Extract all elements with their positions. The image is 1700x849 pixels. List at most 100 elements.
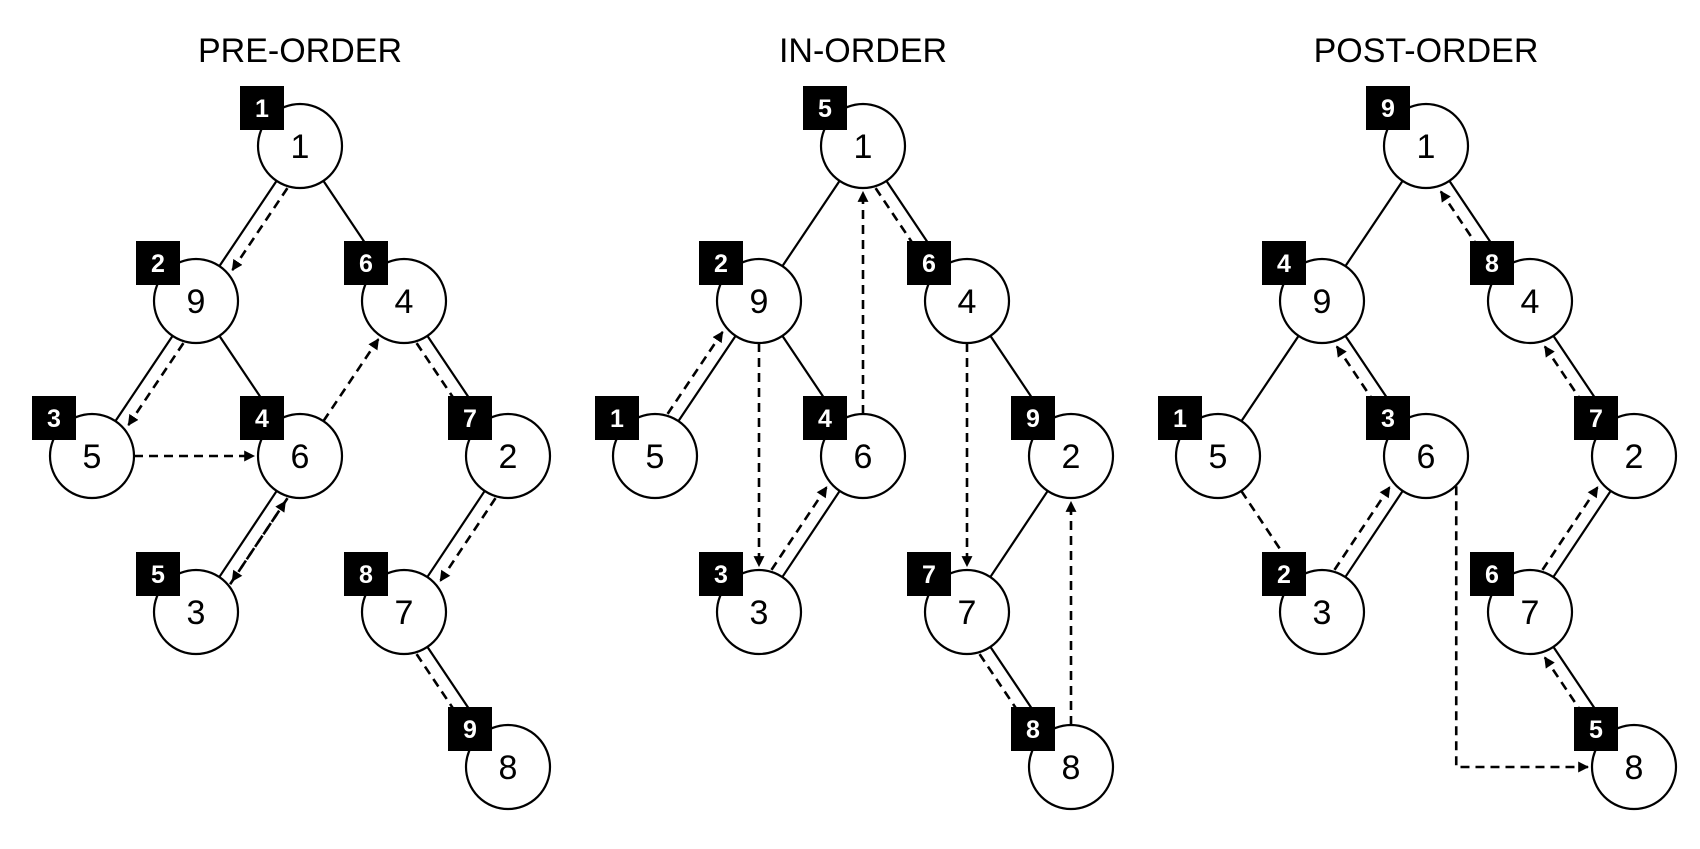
visit-order-number: 4 (255, 405, 269, 433)
visit-order-badge: 8 (1470, 241, 1514, 285)
tree-edge-1-9 (781, 180, 841, 267)
visit-order-badge: 6 (1470, 552, 1514, 596)
node-value: 7 (1521, 594, 1540, 632)
node-value: 2 (1625, 438, 1644, 476)
visit-order-badge: 1 (1158, 396, 1202, 440)
node-value: 8 (1062, 749, 1081, 787)
visit-order-number: 1 (255, 95, 269, 123)
traversal-arrow-9-5 (127, 342, 185, 426)
node-value: 1 (1417, 128, 1436, 166)
node-value: 4 (1521, 283, 1540, 321)
visit-order-number: 7 (1589, 405, 1603, 433)
node-value: 9 (750, 283, 769, 321)
badge-box (699, 552, 743, 596)
visit-order-number: 5 (818, 95, 832, 123)
traversal-arrow-3-6 (770, 486, 828, 571)
visit-order-badge: 9 (1366, 86, 1410, 130)
tree-edge-2-7 (989, 490, 1049, 578)
visit-order-number: 8 (1485, 250, 1499, 278)
visit-order-number: 6 (922, 250, 936, 278)
traversal-arrow-1-9 (231, 187, 289, 271)
badge-box (344, 241, 388, 285)
node-value: 7 (958, 594, 977, 632)
badge-box (32, 396, 76, 440)
visit-order-number: 1 (1173, 405, 1187, 433)
visit-order-badge: 8 (1011, 707, 1055, 751)
badge-box (1470, 552, 1514, 596)
panel-title: PRE-ORDER (198, 32, 402, 70)
visit-order-badge: 2 (1262, 552, 1306, 596)
node-value: 6 (1417, 438, 1436, 476)
visit-order-number: 4 (1277, 250, 1291, 278)
node-value: 4 (395, 283, 414, 321)
visit-order-badge: 2 (136, 241, 180, 285)
visit-order-badge: 5 (136, 552, 180, 596)
badge-box (1574, 396, 1618, 440)
badge-box (595, 396, 639, 440)
traversal-arrow-2-7 (439, 497, 497, 582)
node-value: 8 (499, 749, 518, 787)
visit-order-number: 2 (714, 250, 728, 278)
visit-order-number: 9 (1026, 405, 1040, 433)
node-value: 1 (291, 128, 310, 166)
traversal-arrow-3-6 (1333, 486, 1391, 571)
node-value: 4 (958, 283, 977, 321)
visit-order-number: 3 (47, 405, 61, 433)
badge-box (803, 396, 847, 440)
tree-edge-6-3 (1344, 490, 1404, 578)
node-value: 5 (83, 438, 102, 476)
tree-edge-1-9 (1344, 180, 1404, 267)
visit-order-badge: 4 (1262, 241, 1306, 285)
visit-order-number: 3 (1381, 405, 1395, 433)
tree-edge-1-9 (218, 180, 278, 267)
badge-box (1470, 241, 1514, 285)
node-value: 8 (1625, 749, 1644, 787)
node-value: 3 (1313, 594, 1332, 632)
visit-order-number: 6 (359, 250, 373, 278)
badge-box (240, 86, 284, 130)
visit-order-badge: 1 (240, 86, 284, 130)
visit-order-badge: 7 (448, 396, 492, 440)
visit-order-number: 8 (1026, 716, 1040, 744)
node-value: 1 (854, 128, 873, 166)
visit-order-badge: 3 (1366, 396, 1410, 440)
badge-box (344, 552, 388, 596)
badge-box (907, 241, 951, 285)
visit-order-number: 7 (463, 405, 477, 433)
visit-order-badge: 3 (32, 396, 76, 440)
badge-box (448, 396, 492, 440)
visit-order-number: 2 (151, 250, 165, 278)
tree-edge-6-3 (218, 490, 278, 578)
node-value: 6 (291, 438, 310, 476)
tree-edge-9-5 (677, 335, 737, 422)
badge-box (240, 396, 284, 440)
visit-order-number: 8 (359, 561, 373, 589)
badge-box (1262, 241, 1306, 285)
badge-box (448, 707, 492, 751)
visit-order-badge: 7 (907, 552, 951, 596)
badge-box (803, 86, 847, 130)
badge-box (907, 552, 951, 596)
visit-order-badge: 6 (907, 241, 951, 285)
visit-order-badge: 5 (1574, 707, 1618, 751)
node-value: 2 (499, 438, 518, 476)
node-value: 9 (1313, 283, 1332, 321)
visit-order-number: 5 (151, 561, 165, 589)
panel-title: IN-ORDER (779, 32, 947, 70)
visit-order-number: 5 (1589, 716, 1603, 744)
node-value: 3 (750, 594, 769, 632)
visit-order-badge: 5 (803, 86, 847, 130)
tree-edge-6-3 (781, 490, 841, 578)
tree-edge-2-7 (426, 490, 486, 578)
traversal-arrow-3-6 (229, 500, 287, 585)
visit-order-badge: 8 (344, 552, 388, 596)
tree-edge-9-5 (1240, 335, 1300, 422)
tree-edge-2-7 (1552, 490, 1612, 578)
visit-order-badge: 9 (1011, 396, 1055, 440)
badge-box (136, 552, 180, 596)
visit-order-number: 7 (922, 561, 936, 589)
visit-order-number: 9 (1381, 95, 1395, 123)
